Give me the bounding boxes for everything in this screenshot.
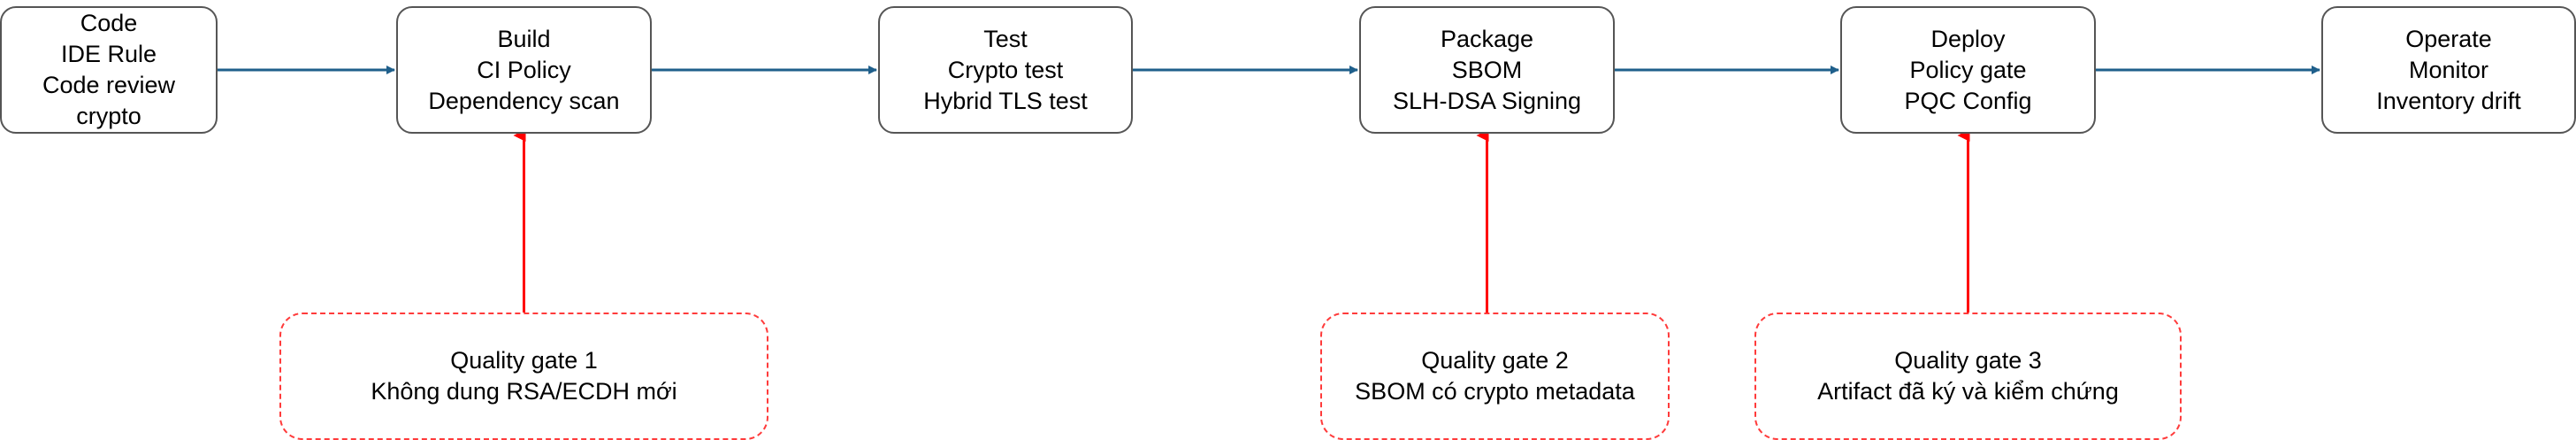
quality-gate-3-title: Quality gate 3 [1894,347,2042,374]
quality-gate-1: Quality gate 1 Không dung RSA/ECDH mới [279,313,768,440]
quality-gate-2-title: Quality gate 2 [1421,347,1569,374]
stage-test: Test Crypto test Hybrid TLS test [878,6,1133,134]
stage-test-line-2: Crypto test [947,56,1064,83]
stage-code-line-4: crypto [76,103,141,129]
stage-test-title: Test [983,25,1028,52]
stage-operate-line-2: Monitor [2408,56,2489,83]
stage-code-line-3: Code review [42,72,176,98]
stage-deploy-line-3: PQC Config [1904,87,2032,114]
stage-deploy-line-2: Policy gate [1909,56,2027,83]
stage-operate-line-3: Inventory drift [2376,87,2521,114]
stage-package-title: Package [1440,25,1534,52]
stage-package-line-3: SLH-DSA Signing [1392,87,1582,114]
stage-build-line-3: Dependency scan [428,87,620,114]
stage-operate-title: Operate [2405,25,2492,52]
stage-deploy-title: Deploy [1930,25,2006,52]
stage-code: Code IDE Rule Code review crypto [0,6,218,134]
stage-test-line-3: Hybrid TLS test [923,87,1088,114]
quality-gate-1-rule: Không dung RSA/ECDH mới [371,378,677,405]
stage-code-title: Code [80,10,138,36]
gate-arrows [513,129,1970,313]
quality-gate-1-title: Quality gate 1 [450,347,598,374]
stage-package-line-2: SBOM [1451,56,1523,83]
stage-package: Package SBOM SLH-DSA Signing [1359,6,1615,134]
stage-build-title: Build [497,25,551,52]
stage-build: Build CI Policy Dependency scan [396,6,652,134]
stage-operate: Operate Monitor Inventory drift [2321,6,2576,134]
quality-gate-2-rule: SBOM có crypto metadata [1355,378,1635,405]
quality-gate-3-rule: Artifact đã ký và kiểm chứng [1817,378,2119,405]
quality-gate-3: Quality gate 3 Artifact đã ký và kiểm ch… [1754,313,2182,440]
stage-build-line-2: CI Policy [477,56,571,83]
quality-gate-2: Quality gate 2 SBOM có crypto metadata [1320,313,1670,440]
stage-code-line-2: IDE Rule [60,41,157,67]
stage-deploy: Deploy Policy gate PQC Config [1840,6,2096,134]
